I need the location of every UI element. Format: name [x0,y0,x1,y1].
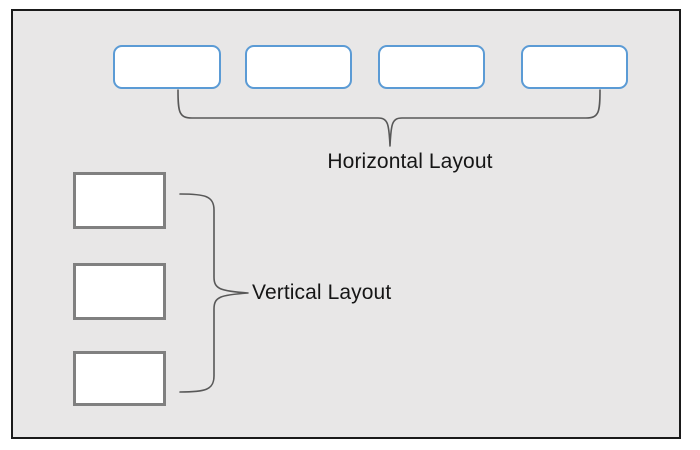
vertical-box-1[interactable] [73,172,166,229]
vertical-box-3[interactable] [73,351,166,406]
horizontal-box-1[interactable] [113,45,221,89]
horizontal-box-4[interactable] [521,45,628,89]
horizontal-layout-caption: Horizontal Layout [327,150,493,173]
horizontal-box-3[interactable] [378,45,485,89]
vertical-layout-caption: Vertical Layout [252,281,392,304]
vertical-box-2[interactable] [73,263,166,320]
horizontal-box-2[interactable] [245,45,352,89]
